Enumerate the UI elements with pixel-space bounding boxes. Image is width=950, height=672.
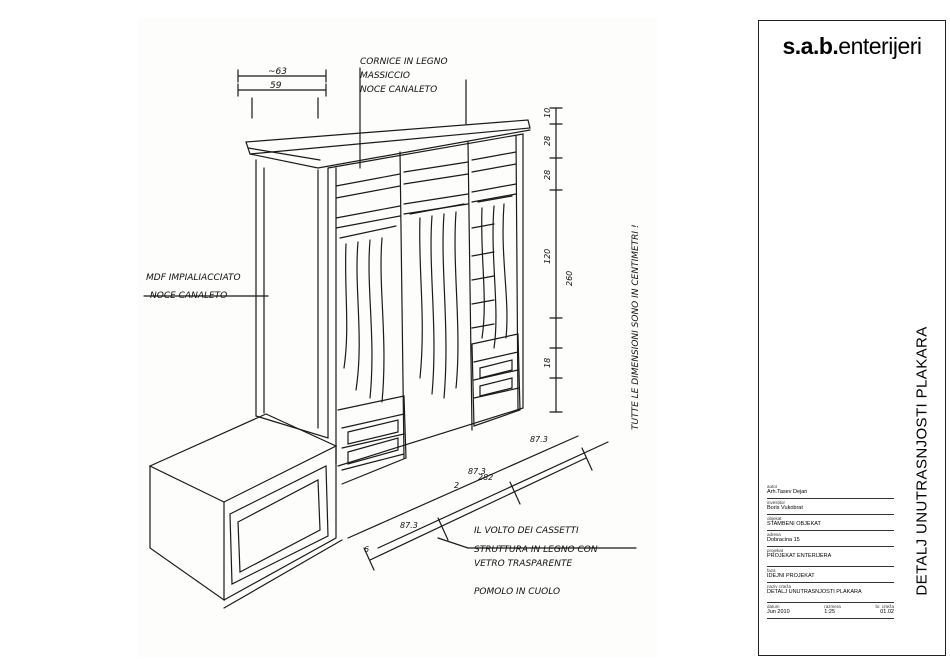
note-drawer-front-line3: VETRO TRASPARENTE (474, 559, 572, 569)
investor-row: investitor Boris Vukobrat (767, 499, 894, 515)
dim-height-1: 10 (543, 108, 552, 118)
dim-module-c: 87.3 (530, 435, 548, 444)
address-label: adresa (767, 532, 781, 537)
object-row: objekat STAMBENI OBJEKAT (767, 515, 894, 531)
investor-value: Boris Vukobrat (767, 505, 803, 511)
note-drawer-front-line1: IL VOLTO DEI CASSETTI (474, 526, 579, 536)
investor-label: investitor (767, 500, 786, 505)
dim-base: 6 (364, 545, 369, 554)
date-cell: datum Jun 2010 (767, 604, 790, 616)
note-cornice-line2: MASSICCIO (360, 71, 410, 81)
phase-row: faza IDEJNI PROJEKAT (767, 567, 894, 583)
number-cell: br. crteža 01.02 (875, 604, 894, 616)
phase-label: faza (767, 568, 776, 573)
project-label: projekat (767, 548, 784, 553)
company-logo: s.a.b.enterijeri (759, 33, 945, 60)
object-value: STAMBENI OBJEKAT (767, 521, 821, 527)
scale-value: 1:25 (824, 609, 836, 615)
scale-label: razmera (824, 604, 841, 609)
author-row: autor Arh.Tasev Dejan (767, 483, 894, 499)
dim-module-b: 87.3 (468, 467, 486, 476)
logo-brand: s.a.b. (782, 33, 839, 59)
dim-height-4: 120 (543, 249, 552, 264)
project-row: projekat PROJEKAT ENTERIJERA (767, 547, 894, 567)
dim-width-total: 282 (478, 473, 493, 482)
drawing-title: DETALJ UNUTRASNJOSTI PLAKARA (913, 326, 931, 596)
address-value: Dobracina 15 (767, 537, 800, 543)
drawing-name-label: naziv crteža (767, 584, 792, 589)
date-label: datum (767, 604, 780, 609)
dim-depth-inner: 59 (270, 81, 282, 91)
project-value: PROJEKAT ENTERIJERA (767, 553, 832, 559)
drawing-name-value: DETALJ UNUTRASNJOSTI PLAKARA (767, 589, 862, 595)
note-mdf-line2: NOCE CANALETO (150, 291, 227, 301)
date-scale-number-row: datum Jun 2010 razmera 1:25 br. crteža 0… (767, 603, 894, 619)
title-block-info: autor Arh.Tasev Dejan investitor Boris V… (767, 483, 894, 619)
note-mdf-line1: MDF IMPIALIACCIATO (146, 273, 241, 283)
logo-suffix: enterijeri (838, 33, 922, 59)
scale-cell: razmera 1:25 (824, 604, 841, 616)
address-row: adresa Dobracina 15 (767, 531, 894, 547)
object-label: objekat (767, 516, 782, 521)
dim-module-a: 87.3 (400, 521, 418, 530)
number-label: br. crteža (875, 604, 894, 609)
number-value: 01.02 (880, 609, 894, 615)
wardrobe-sketch: CORNICE IN LEGNO MASSICCIO NOCE CANALETO… (138, 18, 658, 658)
title-block: s.a.b.enterijeri DETALJ UNUTRASNJOSTI PL… (758, 20, 946, 656)
dim-depth-outer: ~63 (268, 67, 287, 77)
note-leather-knob: POMOLO IN CUOLO (474, 587, 560, 597)
drawing-title-vertical: DETALJ UNUTRASNJOSTI PLAKARA (902, 266, 942, 656)
note-dimensions-in-cm: TUTTE LE DIMENSIONI SONO IN CENTIMETRI ! (631, 224, 641, 430)
note-cornice-line1: CORNICE IN LEGNO (360, 57, 448, 67)
dim-height-5: 18 (543, 358, 552, 368)
phase-value: IDEJNI PROJEKAT (767, 573, 815, 579)
wardrobe-sketch-drawing: CORNICE IN LEGNO MASSICCIO NOCE CANALETO… (143, 57, 641, 609)
dim-height-total: 260 (565, 271, 574, 286)
note-cornice-line3: NOCE CANALETO (360, 85, 437, 95)
author-value: Arh.Tasev Dejan (767, 489, 808, 495)
dim-height-2: 28 (543, 136, 552, 146)
dim-height-3: 28 (543, 170, 552, 180)
dim-gap: 2 (454, 481, 459, 490)
date-value: Jun 2010 (767, 609, 790, 615)
note-drawer-front-line2: STRUTTURA IN LEGNO CON (474, 545, 598, 555)
author-label: autor (767, 484, 778, 489)
drawing-name-row: naziv crteža DETALJ UNUTRASNJOSTI PLAKAR… (767, 583, 894, 603)
